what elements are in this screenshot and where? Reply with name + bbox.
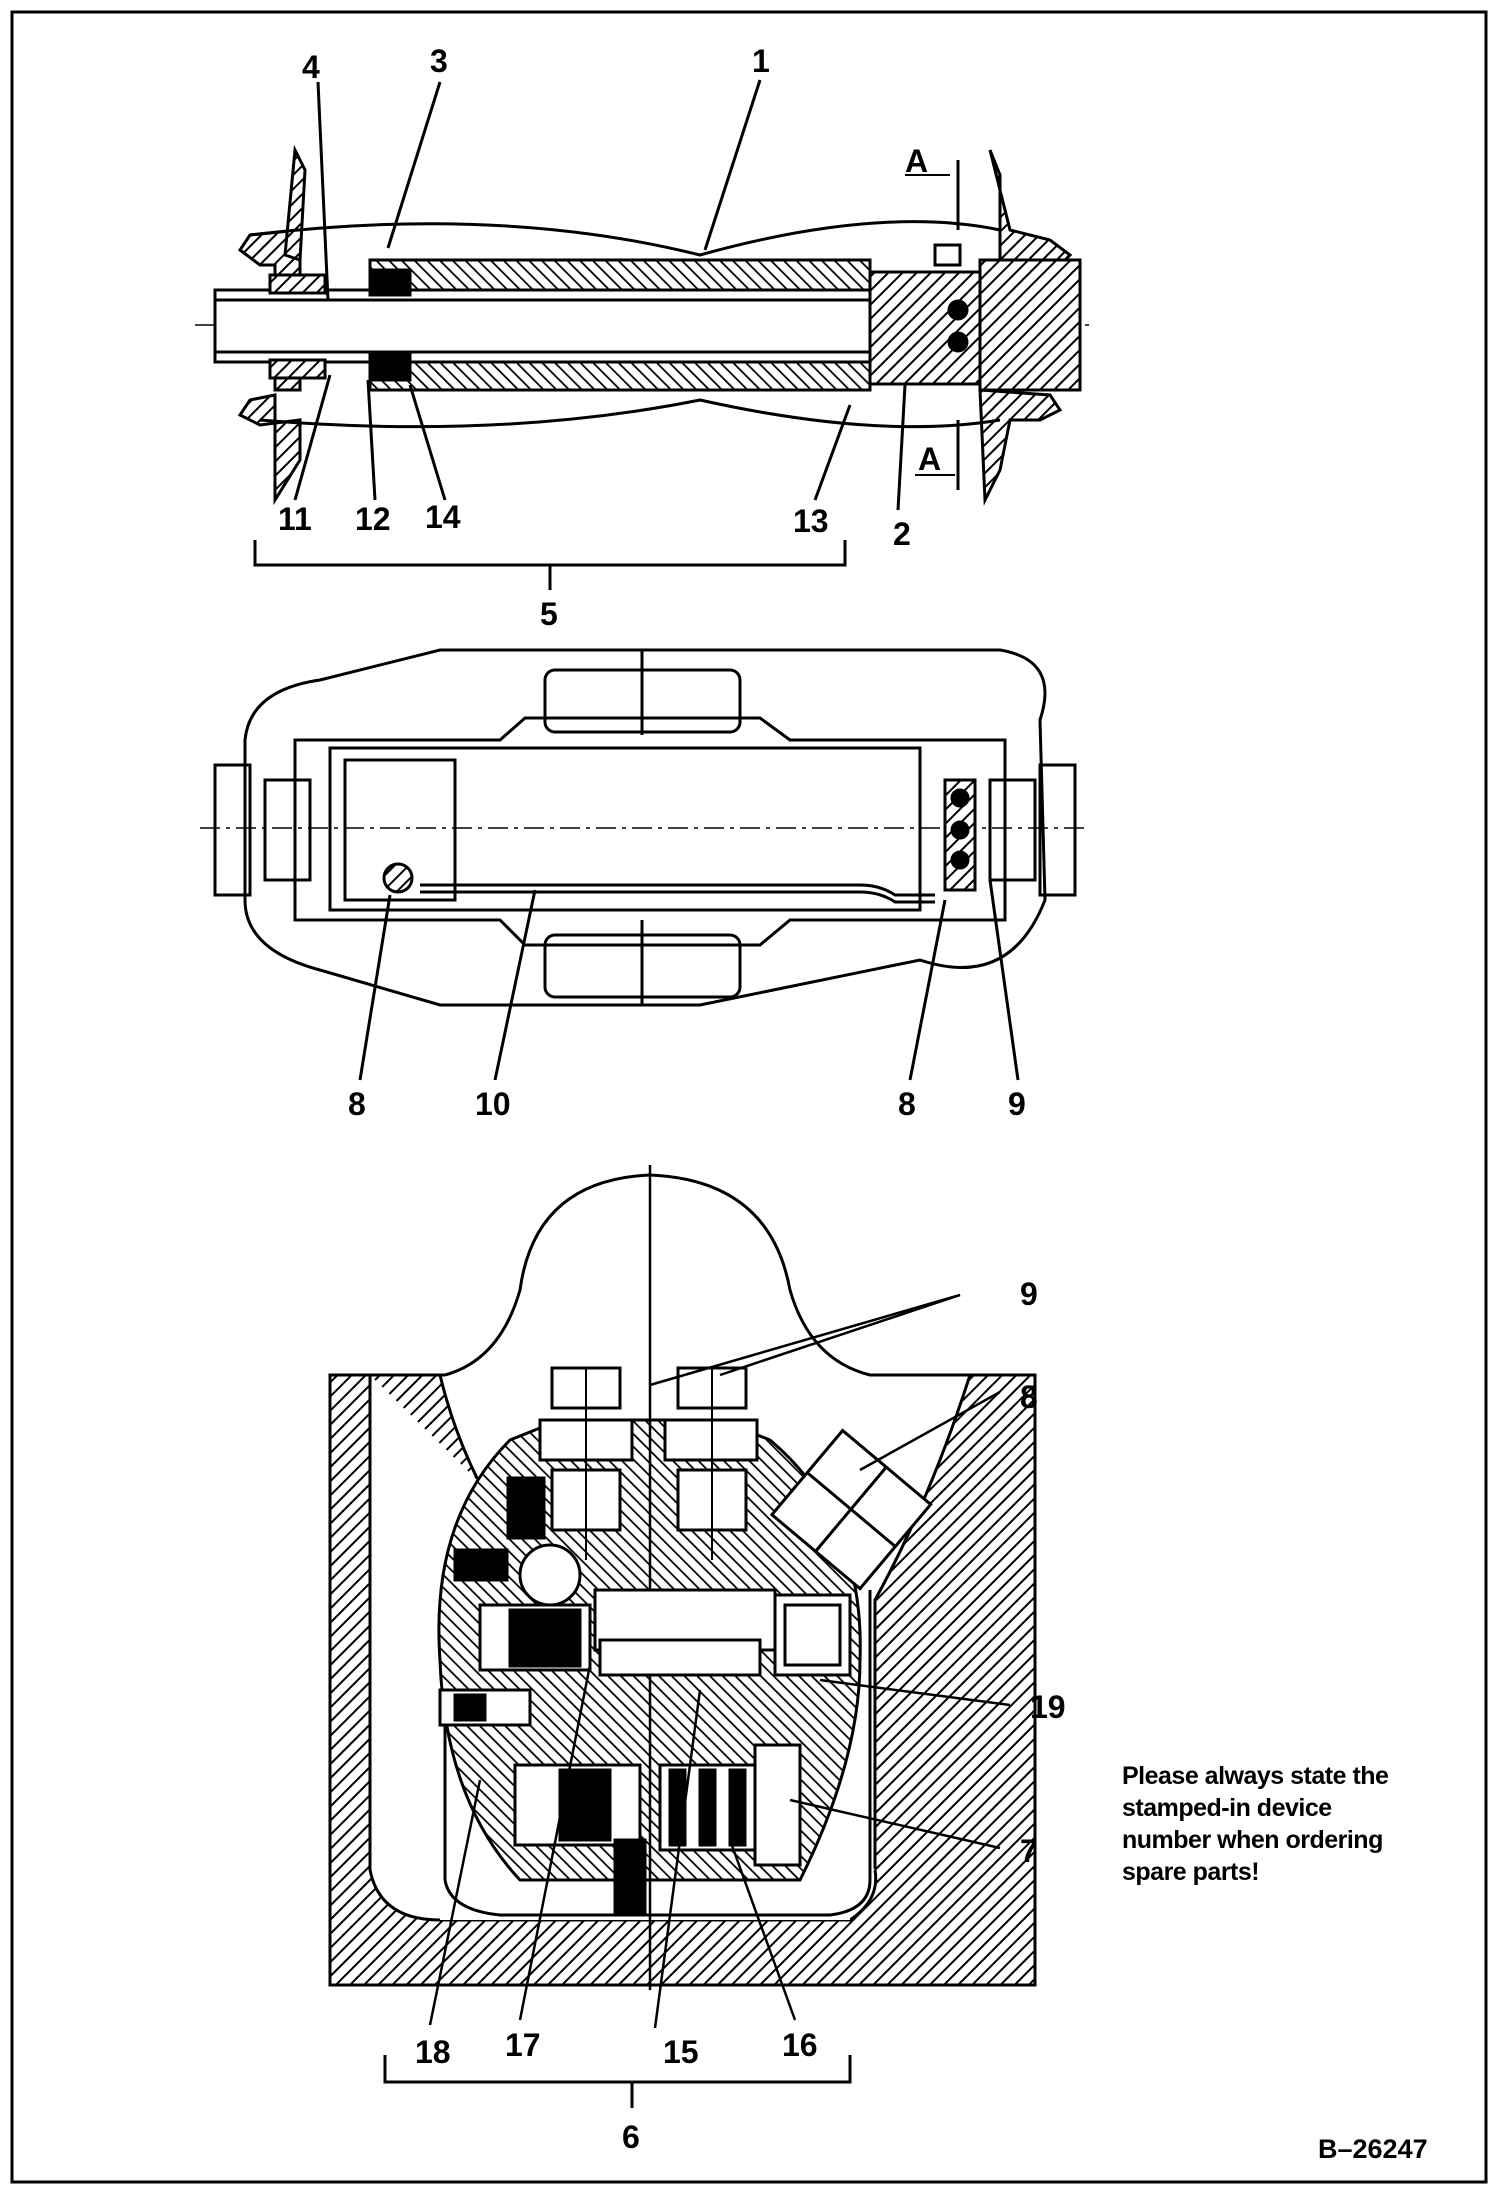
label-8-right: 8 <box>898 1086 916 1122</box>
label-7: 7 <box>1020 1833 1038 1869</box>
bottom-view-labels: 9 8 19 7 18 17 15 16 6 <box>415 1276 1066 2155</box>
plan-view <box>200 648 1085 1081</box>
label-10: 10 <box>475 1086 511 1122</box>
label-12: 12 <box>355 501 391 537</box>
bolt-section-view <box>195 79 1090 590</box>
label-13: 13 <box>793 503 829 539</box>
label-14: 14 <box>425 499 461 535</box>
label-8-left: 8 <box>348 1086 366 1122</box>
label-2: 2 <box>893 516 911 552</box>
label-11: 11 <box>278 501 312 537</box>
label-5: 5 <box>540 596 558 632</box>
label-16: 16 <box>782 2027 818 2063</box>
dimension-a-bottom: A <box>918 441 941 477</box>
page-border <box>10 10 1488 2184</box>
label-9-middle: 9 <box>1008 1086 1026 1122</box>
label-4: 4 <box>302 49 320 85</box>
dimension-a-top: A <box>905 143 928 179</box>
label-1: 1 <box>752 43 770 79</box>
label-15: 15 <box>663 2034 699 2070</box>
label-19: 19 <box>1030 1689 1066 1725</box>
label-9-bottom: 9 <box>1020 1276 1038 1312</box>
label-8-bottom: 8 <box>1020 1379 1038 1415</box>
label-6: 6 <box>622 2119 640 2155</box>
top-view-labels: 4 3 1 11 12 14 13 2 5 A A <box>278 43 941 632</box>
label-18: 18 <box>415 2034 451 2070</box>
end-section-view <box>328 1165 1037 2108</box>
ordering-note: Please always state the stamped-in devic… <box>1122 1762 1389 1886</box>
middle-view-labels: 8 10 8 9 <box>348 1086 1026 1122</box>
reference-number: B–26247 <box>1318 2134 1428 2164</box>
label-17: 17 <box>505 2027 541 2063</box>
label-3: 3 <box>430 43 448 79</box>
